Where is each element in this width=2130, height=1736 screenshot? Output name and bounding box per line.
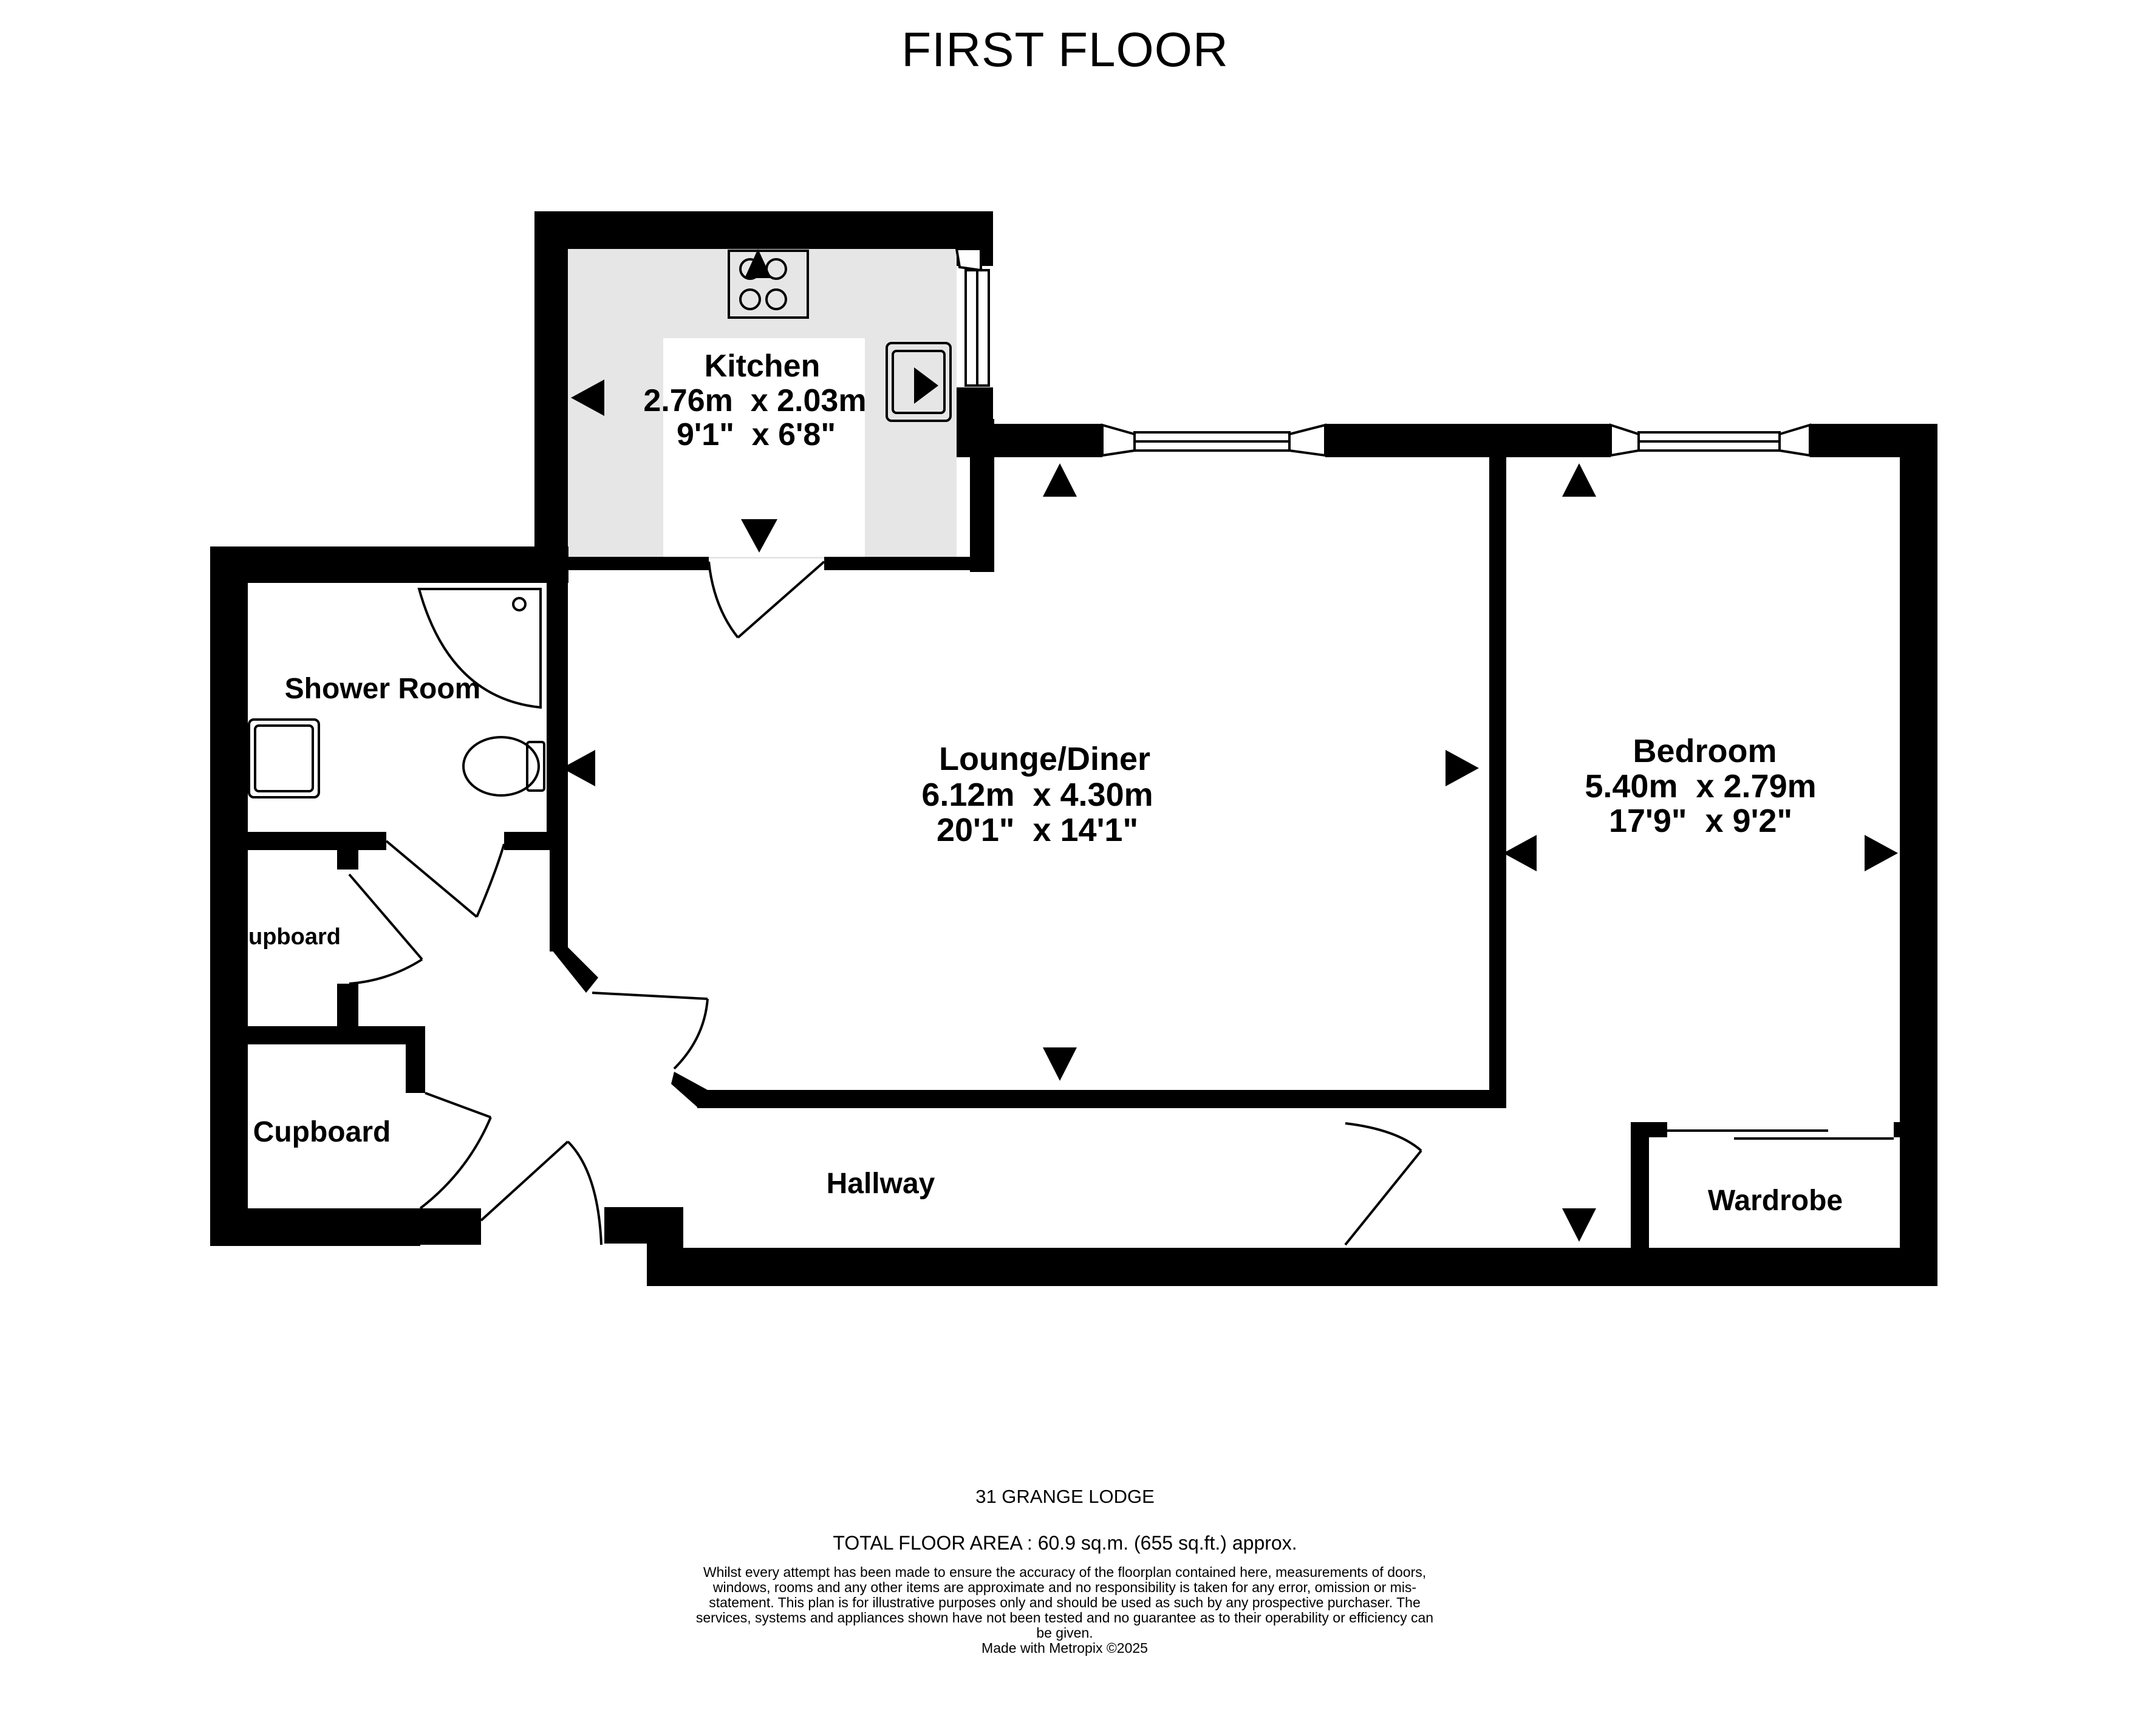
- kitchen-name: Kitchen: [705, 349, 821, 384]
- windows: [955, 248, 1811, 457]
- address: 31 GRANGE LODGE: [975, 1486, 1155, 1507]
- basin-icon: [248, 718, 320, 798]
- doors: [348, 560, 1894, 1246]
- disclaimer-text: Whilst every attempt has been made to en…: [695, 1564, 1434, 1641]
- bedroom-metric: 5.40m x 2.79m: [1585, 768, 1816, 805]
- lounge-name: Lounge/Diner: [939, 741, 1150, 777]
- hob-icon: [728, 250, 809, 319]
- lounge-imperial: 20'1" x 14'1": [937, 812, 1138, 848]
- hallway-name: Hallway: [827, 1168, 935, 1200]
- floor-title: FIRST FLOOR: [901, 22, 1229, 77]
- total-floor-area: TOTAL FLOOR AREA : 60.9 sq.m. (655 sq.ft…: [833, 1532, 1297, 1554]
- credit: Made with Metropix ©2025: [981, 1640, 1148, 1656]
- kitchen-sink-icon: [886, 342, 952, 422]
- kitchen-imperial: 9'1" x 6'8": [677, 417, 836, 452]
- room-labels: Kitchen 2.76m x 2.03m 9'1" x 6'8" Lounge…: [248, 349, 1843, 1217]
- toilet-icon: [462, 736, 540, 797]
- fixtures: [248, 250, 952, 798]
- shower-room-name: Shower Room: [285, 673, 481, 705]
- lounge-metric: 6.12m x 4.30m: [921, 777, 1153, 813]
- kitchen-metric: 2.76m x 2.03m: [643, 383, 866, 418]
- cupboard-small-name: upboard: [248, 924, 341, 950]
- bedroom-imperial: 17'9" x 9'2": [1609, 803, 1792, 839]
- disclaimer: Whilst every attempt has been made to en…: [688, 1565, 1441, 1656]
- shower-tray-icon: [417, 588, 542, 709]
- bedroom-name: Bedroom: [1633, 733, 1777, 769]
- cupboard-name: Cupboard: [253, 1116, 391, 1148]
- dimension-arrows: [562, 249, 1898, 1242]
- wardrobe-name: Wardrobe: [1708, 1185, 1843, 1217]
- walls: [210, 211, 1937, 1286]
